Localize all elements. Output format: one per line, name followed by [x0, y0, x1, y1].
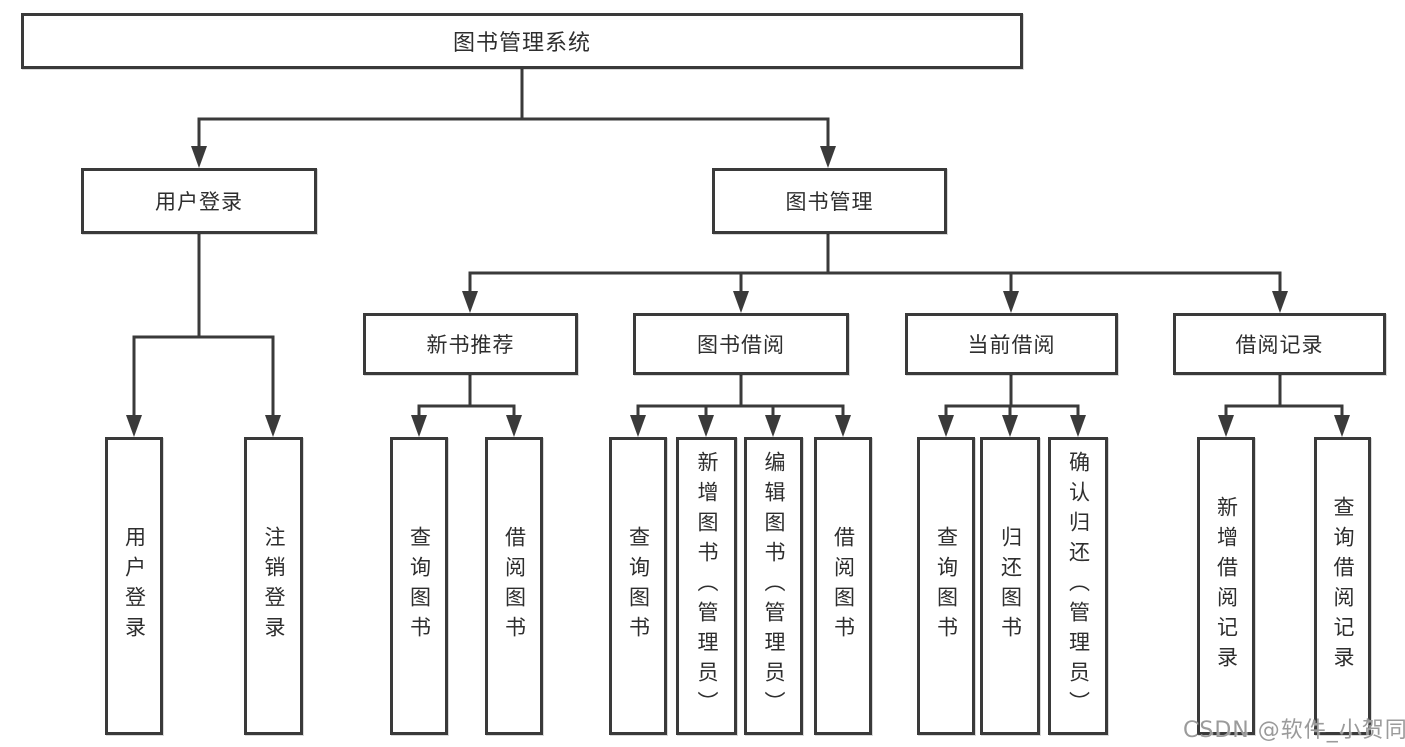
- csdn-watermark: CSDN @软件_小贺同学: [1183, 718, 1405, 743]
- node-borrow-records: 借阅记录: [1173, 313, 1386, 375]
- node-book-management: 图书管理: [712, 168, 947, 234]
- node-user-login: 用户登录: [81, 168, 317, 234]
- connector-user-login-to-leaves: [126, 233, 281, 437]
- leaf-current-confirm-return-admin: 确认归还（管理员）: [1048, 437, 1108, 735]
- leaf-current-return-books: 归还图书: [980, 437, 1040, 735]
- node-new-book-recommend: 新书推荐: [363, 313, 578, 375]
- leaf-records-add-record: 新增借阅记录: [1197, 437, 1255, 735]
- leaf-logout-login-label: 注销登录: [262, 526, 286, 646]
- node-book-borrow-label: 图书借阅: [697, 333, 785, 357]
- leaf-borrow-add-books-admin-label: 新增图书（管理员）: [695, 451, 719, 721]
- leaf-newbook-query-books-label: 查询图书: [407, 526, 432, 646]
- leaf-borrow-borrow-books-label: 借阅图书: [831, 526, 856, 646]
- leaf-user-login: 用户登录: [105, 437, 163, 735]
- connector-records-to-leaves: [1218, 374, 1350, 437]
- leaf-current-query-books: 查询图书: [917, 437, 975, 735]
- leaf-borrow-edit-books-admin: 编辑图书（管理员）: [744, 437, 803, 735]
- node-current-borrow-label: 当前借阅: [967, 333, 1056, 357]
- leaf-logout-login: 注销登录: [244, 437, 303, 735]
- leaf-borrow-add-books-admin: 新增图书（管理员）: [676, 437, 737, 735]
- leaf-current-confirm-return-admin-label: 确认归还（管理员）: [1066, 451, 1091, 721]
- leaf-records-add-record-label: 新增借阅记录: [1214, 496, 1239, 676]
- leaf-records-query-record: 查询借阅记录: [1314, 437, 1371, 735]
- leaf-newbook-query-books: 查询图书: [390, 437, 448, 735]
- leaf-newbook-borrow-books: 借阅图书: [485, 437, 543, 735]
- node-library-system-label: 图书管理系统: [452, 31, 591, 56]
- connector-book-borrow-to-leaves: [630, 374, 851, 437]
- leaf-current-query-books-label: 查询图书: [934, 526, 959, 646]
- leaf-user-login-label: 用户登录: [122, 526, 147, 646]
- connector-book-mgmt-to-level3: [462, 233, 1288, 313]
- connector-current-borrow-to-leaves: [938, 374, 1086, 437]
- leaf-borrow-borrow-books: 借阅图书: [814, 437, 872, 735]
- node-library-system: 图书管理系统: [21, 13, 1023, 69]
- node-new-book-recommend-label: 新书推荐: [426, 333, 515, 357]
- leaf-current-return-books-label: 归还图书: [998, 526, 1023, 646]
- node-book-borrow: 图书借阅: [633, 313, 849, 375]
- leaf-newbook-borrow-books-label: 借阅图书: [502, 526, 527, 646]
- leaf-borrow-query-books-label: 查询图书: [626, 526, 651, 646]
- leaf-borrow-edit-books-admin-label: 编辑图书（管理员）: [762, 451, 786, 721]
- node-user-login-label: 用户登录: [155, 190, 243, 214]
- leaf-records-query-record-label: 查询借阅记录: [1331, 496, 1355, 676]
- node-current-borrow: 当前借阅: [905, 313, 1118, 375]
- connector-new-book-to-leaves: [411, 374, 522, 437]
- node-borrow-records-label: 借阅记录: [1235, 333, 1324, 357]
- leaf-borrow-query-books: 查询图书: [609, 437, 667, 735]
- connector-root-to-level2: [191, 69, 836, 168]
- node-book-management-label: 图书管理: [785, 190, 874, 214]
